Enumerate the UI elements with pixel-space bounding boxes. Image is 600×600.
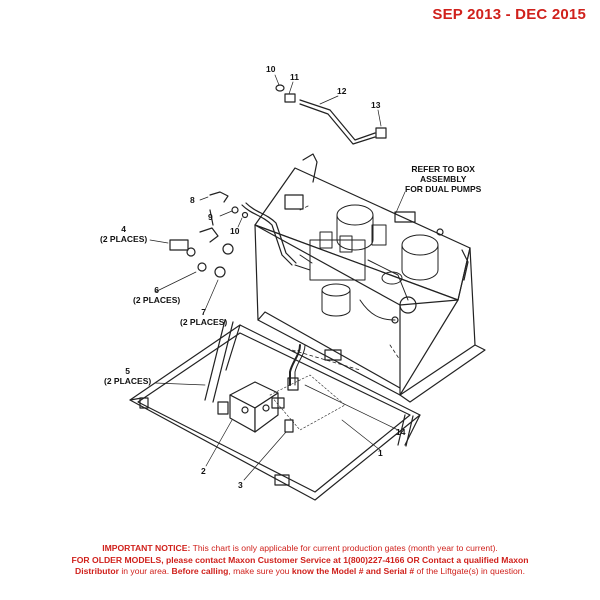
callout-10-top: 10 [266, 64, 276, 74]
refer-line-1: REFER TO BOX [411, 164, 475, 174]
notice-make-sure: , make sure you [228, 566, 292, 576]
callout-7-places: (2 PLACES) [180, 317, 228, 327]
callout-5-number: 5 [125, 366, 130, 376]
refer-line-2: ASSEMBLY [419, 174, 467, 184]
callout-13: 13 [371, 100, 381, 110]
side-fittings [169, 191, 297, 278]
notice-line-1: IMPORTANT NOTICE: This chart is only app… [10, 543, 590, 555]
pump-internals [294, 204, 439, 321]
notice-line-2-text: FOR OLDER MODELS, please contact Maxon C… [71, 554, 529, 565]
callout-10-side: 10 [230, 226, 240, 236]
refer-line-3: FOR DUAL PUMPS [405, 184, 482, 194]
callout-7: 7 (2 PLACES) [180, 307, 227, 327]
callout-9: 9 [208, 212, 213, 222]
callout-7-number: 7 [201, 307, 206, 317]
notice-before-calling: Before calling [171, 566, 229, 576]
callout-3: 3 [238, 480, 243, 490]
notice-model-serial: know the Model # and Serial # [291, 566, 415, 576]
callout-12: 12 [337, 86, 347, 96]
callout-4-number: 4 [121, 224, 126, 234]
pump-box [254, 153, 486, 403]
callout-5: 5 (2 PLACES) [104, 366, 151, 386]
callout-8: 8 [190, 195, 195, 205]
notice-distributor: Distributor [75, 566, 119, 576]
notice-important-label: IMPORTANT NOTICE: [102, 543, 191, 553]
hose [289, 344, 301, 386]
notice-liftgates: of the Liftgate(s) in question. [414, 566, 525, 576]
callout-6: 6 (2 PLACES) [133, 285, 180, 305]
callout-4: 4 (2 PLACES) [100, 224, 147, 244]
hydraulic-tube [275, 84, 387, 145]
callout-4-places: (2 PLACES) [100, 234, 148, 244]
date-range-header: SEP 2013 - DEC 2015 [432, 6, 586, 23]
notice-in-your-area: in your area. [118, 566, 172, 576]
notice-line-3: Distributor in your area. Before calling… [10, 566, 590, 578]
callout-5-places: (2 PLACES) [104, 376, 152, 386]
callout-6-number: 6 [154, 285, 159, 295]
notice-line-2: FOR OLDER MODELS, please contact Maxon C… [10, 555, 590, 567]
callout-14: 14 [396, 427, 406, 437]
callout-refer-box-assembly: REFER TO BOX ASSEMBLY FOR DUAL PUMPS [405, 164, 481, 194]
pump-motor-block [217, 377, 299, 433]
callout-2: 2 [201, 466, 206, 476]
callout-1: 1 [378, 448, 383, 458]
notice-line-1-text: This chart is only applicable for curren… [190, 543, 498, 553]
callout-11: 11 [290, 72, 299, 82]
callout-6-places: (2 PLACES) [133, 295, 181, 305]
important-notice: IMPORTANT NOTICE: This chart is only app… [10, 543, 590, 578]
